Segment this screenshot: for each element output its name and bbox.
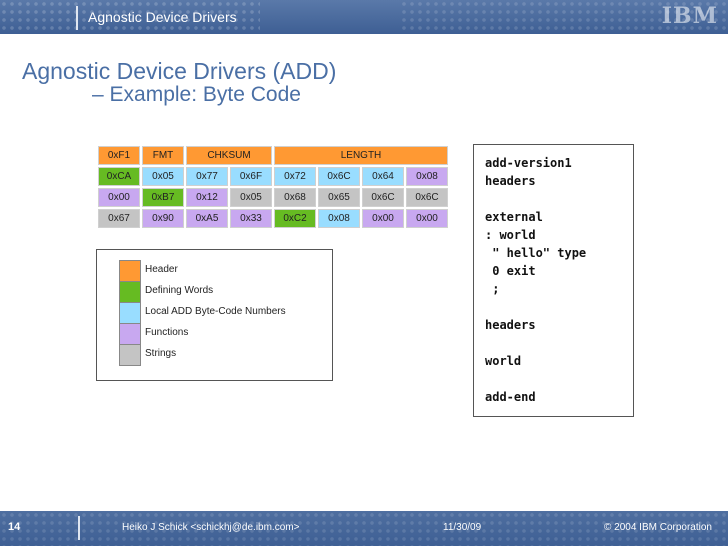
legend-label: Defining Words [145, 285, 214, 296]
legend-item: Header [119, 260, 319, 282]
code-line: 0 exit [485, 264, 536, 278]
code-line: ; [485, 282, 500, 296]
byte-cell: 0xCA [98, 167, 140, 186]
page-number: 14 [8, 521, 21, 533]
byte-cell: 0x33 [230, 209, 272, 228]
legend-label: Local ADD Byte-Code Numbers [145, 306, 286, 317]
footer-bar: 14 Heiko J Schick <schickhj@de.ibm.com> … [0, 511, 728, 546]
code-line: add-end [485, 390, 536, 404]
byte-cell: 0x6C [318, 167, 360, 186]
byte-cell: 0x6C [406, 188, 448, 207]
footer-divider [78, 516, 80, 540]
byte-cell: 0x05 [230, 188, 272, 207]
code-line: : world [485, 228, 536, 242]
byte-cell: 0x08 [406, 167, 448, 186]
legend-swatch [119, 260, 141, 282]
legend-swatch [119, 302, 141, 324]
banner-dot-pattern-right [400, 0, 728, 34]
byte-cell: 0x6F [230, 167, 272, 186]
code-line: add-version1 [485, 156, 572, 170]
banner-dot-pattern [0, 0, 260, 34]
footer-date: 11/30/09 [443, 522, 482, 533]
footer-dot-pattern [0, 511, 728, 546]
byte-cell: 0xA5 [186, 209, 228, 228]
legend-swatch [119, 323, 141, 345]
code-line: " hello" type [485, 246, 587, 260]
slide-title: Agnostic Device Drivers (ADD) [22, 58, 337, 84]
byte-cell: 0xF1 [98, 146, 140, 165]
byte-cell: 0x6C [362, 188, 404, 207]
byte-cell: 0x08 [318, 209, 360, 228]
legend-label: Strings [145, 348, 177, 359]
byte-cell: 0x00 [406, 209, 448, 228]
ibm-logo: IBM [661, 3, 718, 29]
byte-cell: 0x77 [186, 167, 228, 186]
byte-cell: 0x72 [274, 167, 316, 186]
slide-subtitle: – Example: Byte Code [92, 83, 301, 106]
legend-item: Strings [119, 344, 319, 366]
header-divider [76, 6, 78, 30]
byte-cell: 0x67 [98, 209, 140, 228]
byte-cell: 0x00 [362, 209, 404, 228]
legend-label: Header [145, 264, 178, 275]
byte-cell: CHKSUM [186, 146, 272, 165]
code-line: headers [485, 174, 536, 188]
byte-cell: LENGTH [274, 146, 448, 165]
legend-swatch [119, 281, 141, 303]
footer-copyright: © 2004 IBM Corporation [604, 522, 712, 533]
byte-cell: 0x05 [142, 167, 184, 186]
byte-cell: 0xC2 [274, 209, 316, 228]
byte-cell: 0x90 [142, 209, 184, 228]
code-line: world [485, 354, 522, 368]
byte-cell: 0x00 [98, 188, 140, 207]
legend-swatch [119, 344, 141, 366]
legend-item: Local ADD Byte-Code Numbers [119, 302, 319, 324]
code-line: headers [485, 318, 536, 332]
legend-label: Functions [145, 327, 189, 338]
code-line: external [485, 210, 543, 224]
byte-cell: 0xB7 [142, 188, 184, 207]
header-title: Agnostic Device Drivers [88, 9, 237, 25]
byte-cell: 0x12 [186, 188, 228, 207]
forth-source-code: add-version1 headers external : world " hel… [473, 144, 634, 417]
top-banner: Agnostic Device Drivers IBM [0, 0, 728, 34]
legend-item: Functions [119, 323, 319, 345]
byte-cell: 0x65 [318, 188, 360, 207]
legend-item: Defining Words [119, 281, 319, 303]
footer-author: Heiko J Schick <schickhj@de.ibm.com> [122, 522, 300, 533]
byte-cell: 0x64 [362, 167, 404, 186]
byte-cell: 0x68 [274, 188, 316, 207]
byte-cell: FMT [142, 146, 184, 165]
